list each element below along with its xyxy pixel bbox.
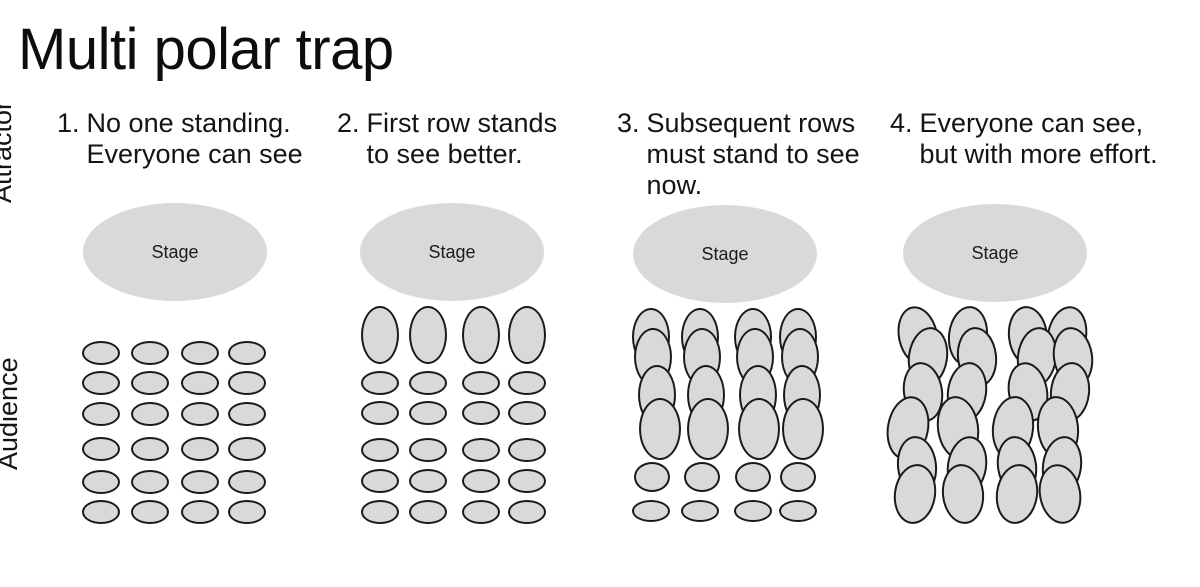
audience-member-ellipse [508,371,546,395]
audience-member-ellipse [82,341,120,365]
audience-member-ellipse [409,371,447,395]
audience-member-ellipse [131,470,169,494]
panel-1-number: 1. [57,108,80,138]
audience-member-ellipse [508,401,546,425]
audience-member-ellipse [131,402,169,426]
audience-member-ellipse [734,500,772,522]
audience-member-ellipse [361,401,399,425]
audience-member-ellipse [508,469,546,493]
audience-axis-label: Audience [0,357,23,470]
panel-3-number: 3. [617,108,640,138]
stage-label: Stage [428,241,476,262]
audience-member-ellipse [409,438,447,462]
audience-member-ellipse [462,401,500,425]
audience-member-ellipse [82,437,120,461]
audience-member-ellipse [82,371,120,395]
audience-member-ellipse [228,371,266,395]
audience-member-ellipse [738,398,780,460]
audience-member-ellipse [131,371,169,395]
stage-ellipse: Stage [633,205,817,303]
stage-label: Stage [971,242,1019,263]
attractor-axis-label: Attractor [0,100,17,203]
audience-member-ellipse [361,371,399,395]
stage-label: Stage [151,241,199,262]
audience-member-ellipse [181,402,219,426]
audience-member-ellipse [228,437,266,461]
panel-2-number: 2. [337,108,360,138]
audience-member-ellipse [462,469,500,493]
audience-member-ellipse [779,500,817,522]
audience-member-ellipse [508,306,546,364]
audience-member-ellipse [409,500,447,524]
audience-member-ellipse [462,438,500,462]
panel-2-caption-text: First row stands to see better. [366,108,558,169]
stage-ellipse: Stage [903,204,1087,302]
audience-member-ellipse [409,469,447,493]
audience-member-ellipse [181,371,219,395]
page-title: Multi polar trap [18,17,394,82]
audience-member-ellipse [684,462,720,492]
audience-member-ellipse [361,438,399,462]
audience-member-ellipse [131,437,169,461]
audience-member-ellipse [409,401,447,425]
stage-label: Stage [701,243,749,264]
panel-4-caption: 4. Everyone can see, but with more effor… [890,108,1158,170]
audience-member-ellipse [735,462,771,492]
audience-member-ellipse [361,306,399,364]
stage-ellipse: Stage [360,203,544,301]
panel-4-number: 4. [890,108,913,138]
panel-2-caption: 2. First row stands to see better. [337,108,557,170]
audience-member-ellipse [181,470,219,494]
audience-member-ellipse [639,398,681,460]
audience-member-ellipse [782,398,824,460]
audience-member-ellipse [780,462,816,492]
audience-member-ellipse [131,500,169,524]
stage-ellipse: Stage [83,203,267,301]
panel-1-caption-text: No one standing. Everyone can see [86,108,303,169]
audience-member-ellipse [181,500,219,524]
panel-4-caption-text: Everyone can see, but with more effort. [919,108,1158,169]
audience-member-ellipse [181,437,219,461]
audience-member-ellipse [82,402,120,426]
audience-member-ellipse [361,500,399,524]
audience-member-ellipse [634,462,670,492]
panel-3-caption-text: Subsequent rows must stand to see now. [646,108,860,200]
audience-member-ellipse [632,500,670,522]
audience-member-ellipse [462,371,500,395]
audience-member-ellipse [228,500,266,524]
panel-3-caption: 3. Subsequent rows must stand to see now… [617,108,860,201]
audience-member-ellipse [687,398,729,460]
audience-member-ellipse [82,470,120,494]
audience-member-ellipse [228,341,266,365]
audience-member-ellipse [228,470,266,494]
audience-member-ellipse [131,341,169,365]
audience-member-ellipse [681,500,719,522]
panel-1-caption: 1. No one standing. Everyone can see [57,108,303,170]
audience-member-ellipse [462,306,500,364]
audience-member-ellipse [228,402,266,426]
audience-member-ellipse [462,500,500,524]
audience-member-ellipse [409,306,447,364]
audience-member-ellipse [508,500,546,524]
audience-member-ellipse [181,341,219,365]
audience-member-ellipse [508,438,546,462]
audience-member-ellipse [361,469,399,493]
audience-member-ellipse [82,500,120,524]
